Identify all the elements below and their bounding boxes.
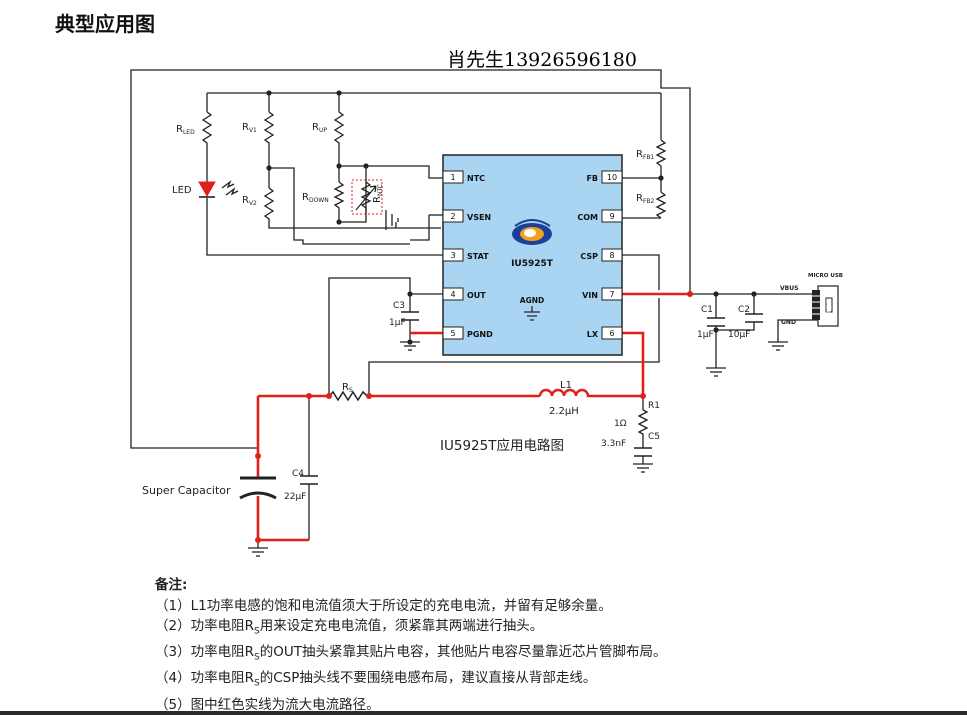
micro-usb-connector <box>812 285 839 327</box>
pin-lx-label: LX <box>587 330 599 339</box>
c3-value: 1μF <box>389 318 406 328</box>
pin-csp-label: CSP <box>580 252 598 261</box>
c3-capacitor <box>401 311 419 321</box>
pin-7-number: 7 <box>609 290 614 299</box>
circuit-schematic: 1 2 3 4 5 NTC VSEN STAT OUT PGND 10 9 8 … <box>130 69 843 557</box>
pin-vin-label: VIN <box>582 291 598 300</box>
ground-icon-usb <box>768 341 788 351</box>
super-capacitor <box>239 476 277 500</box>
pin-vsen-label: VSEN <box>467 213 491 222</box>
r-v2-label: RV2 <box>242 195 257 207</box>
pin-fb-label: FB <box>586 174 598 183</box>
rs-resistor <box>328 390 369 402</box>
high-current-path <box>256 292 690 542</box>
power-junction-dots <box>255 291 693 543</box>
pin-6-number: 6 <box>609 329 614 338</box>
c5-label: C5 <box>648 432 660 442</box>
note-item: （4）功率电阻RS的CSP抽头线不要围绕电感布局，建议直接从背部走线。 <box>155 670 597 690</box>
ground-icon-c1 <box>706 367 726 377</box>
pin-stat-label: STAT <box>467 252 489 261</box>
pin-3-number: 3 <box>450 251 455 260</box>
c4-label: C4 <box>292 469 304 479</box>
r1-value: 1Ω <box>614 419 627 429</box>
led-diode <box>198 180 239 198</box>
pin-4-number: 4 <box>450 290 455 299</box>
agnd-symbol <box>524 306 540 321</box>
pin-5-number: 5 <box>450 329 455 338</box>
page-title: 典型应用图 <box>55 12 155 36</box>
figure-caption: IU5925T应用电路图 <box>440 438 564 454</box>
r-led-resistor <box>201 111 213 146</box>
chip-name: IU5925T <box>511 259 554 269</box>
r1-label: R1 <box>648 401 660 411</box>
usb-pin-dminus: D- <box>826 299 831 304</box>
c2-label: C2 <box>738 305 750 315</box>
usb-pin-id: ID <box>826 311 830 316</box>
pin-out-label: OUT <box>467 291 486 300</box>
light-emit-icon <box>221 180 239 196</box>
l1-value: 2.2μH <box>549 406 579 417</box>
c1-label: C1 <box>701 305 713 315</box>
notes-header: 备注: <box>155 577 188 593</box>
r-fb1-label: RFB1 <box>636 149 655 161</box>
junction-dots <box>266 90 757 345</box>
ground-icon-c5 <box>633 456 653 473</box>
r-v1-resistor <box>263 111 275 146</box>
pin-1-number: 1 <box>450 173 455 182</box>
r-up-resistor <box>333 111 345 146</box>
r-v1-label: RV1 <box>242 122 257 134</box>
c2-capacitor <box>745 313 763 323</box>
note-item: （3）功率电阻RS的OUT抽头紧靠其贴片电容，其他贴片电容尽量靠近芯片管脚布局。 <box>155 644 667 663</box>
ground-icon-super-cap <box>248 547 268 557</box>
pin-pgnd-label: PGND <box>467 330 493 339</box>
chip-logo <box>512 219 552 245</box>
agnd-label: AGND <box>520 296 544 305</box>
bottom-border <box>0 711 967 715</box>
r-up-label: RUP <box>312 122 327 134</box>
c5-value: 3.3nF <box>601 439 626 449</box>
pin-ntc-label: NTC <box>467 174 485 183</box>
usb-gnd-label: GND <box>781 319 796 326</box>
usb-vbus-label: VBUS <box>780 285 798 292</box>
r-fb1-resistor <box>655 139 667 167</box>
r-led-label: RLED <box>176 124 195 136</box>
c3-label: C3 <box>393 301 405 311</box>
c4-value: 22μF <box>284 492 306 502</box>
r-down-resistor <box>333 181 345 212</box>
c1-capacitor <box>707 317 725 327</box>
l1-label: L1 <box>560 380 572 391</box>
pin-2-number: 2 <box>450 212 455 221</box>
r1-resistor <box>637 409 649 436</box>
usb-title: MICRO USB <box>808 273 843 279</box>
super-capacitor-label: Super Capacitor <box>142 484 231 497</box>
r-ntc-label: RNTC <box>372 184 384 203</box>
rs-label: RS <box>342 382 353 394</box>
pin-com-label: COM <box>577 213 598 222</box>
ntc-arrow-icon <box>355 185 377 211</box>
contact-text: 肖先生13926596180 <box>447 49 637 71</box>
pin-8-number: 8 <box>609 251 614 260</box>
usb-pin-dplus: D+ <box>826 305 832 310</box>
note-item: （5）图中红色实线为流大电流路径。 <box>155 696 380 713</box>
r-fb2-resistor <box>655 191 667 219</box>
r-v2-resistor <box>263 187 275 222</box>
c4-capacitor <box>300 475 318 485</box>
notes-section: 备注: （1）L1功率电感的饱和电流值须大于所设定的充电电流，并留有足够余量。 … <box>155 575 666 715</box>
l1-inductor <box>538 388 590 398</box>
r-down-label: RDOWN <box>302 192 329 204</box>
ic-chip: 1 2 3 4 5 NTC VSEN STAT OUT PGND 10 9 8 … <box>442 154 623 356</box>
c2-value: 10μF <box>728 330 750 340</box>
note-item: （2）功率电阻RS用来设定充电电流值，须紧靠其两端进行抽头。 <box>155 618 544 637</box>
r-ntc-resistor <box>360 181 372 212</box>
led-label: LED <box>172 185 192 196</box>
note-item: （1）L1功率电感的饱和电流值须大于所设定的充电电流，并留有足够余量。 <box>155 597 612 614</box>
c1-value: 1μF <box>697 330 714 340</box>
c5-capacitor <box>634 447 652 457</box>
pin-10-number: 10 <box>607 173 617 182</box>
r-fb2-label: RFB2 <box>636 193 655 205</box>
pin-9-number: 9 <box>609 212 614 221</box>
